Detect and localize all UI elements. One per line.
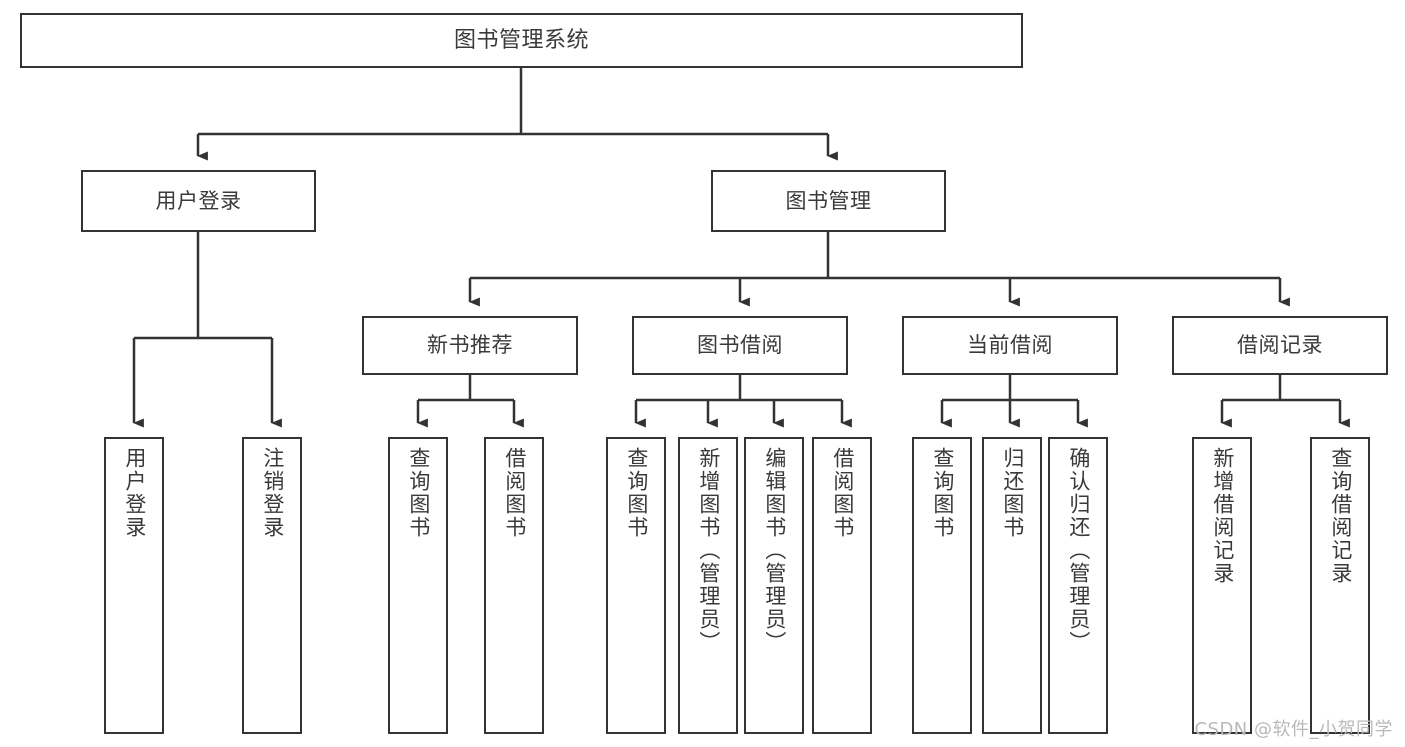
node-label: 查询图书	[406, 447, 431, 539]
leaf-user-login-login[interactable]: 用户登录	[104, 437, 164, 734]
node-label: 编辑图书（管理员）	[762, 447, 787, 654]
node-label: 借阅图书	[830, 447, 855, 539]
leaf-borrow-record-add[interactable]: 新增借阅记录	[1192, 437, 1252, 734]
node-label: 图书管理系统	[453, 27, 589, 53]
csdn-watermark: CSDN @软件_小贺同学	[1194, 719, 1393, 740]
node-label: 注销登录	[260, 447, 285, 539]
leaf-user-login-logout[interactable]: 注销登录	[242, 437, 302, 734]
node-root-system[interactable]: 图书管理系统	[20, 13, 1023, 68]
leaf-current-borrow-confirm-return[interactable]: 确认归还（管理员）	[1048, 437, 1108, 734]
node-label: 图书借阅	[697, 333, 783, 358]
leaf-book-borrow-add[interactable]: 新增图书（管理员）	[678, 437, 738, 734]
leaf-book-borrow-query[interactable]: 查询图书	[606, 437, 666, 734]
node-current-borrow[interactable]: 当前借阅	[902, 316, 1118, 375]
leaf-book-borrow-edit[interactable]: 编辑图书（管理员）	[744, 437, 804, 734]
node-label: 查询借阅记录	[1328, 447, 1353, 585]
node-label: 用户登录	[122, 447, 147, 539]
node-label: 查询图书	[624, 447, 649, 539]
leaf-new-book-borrow[interactable]: 借阅图书	[484, 437, 544, 734]
node-user-login[interactable]: 用户登录	[81, 170, 316, 232]
node-label: 用户登录	[155, 188, 242, 213]
leaf-current-borrow-return[interactable]: 归还图书	[982, 437, 1042, 734]
node-borrow-record[interactable]: 借阅记录	[1172, 316, 1388, 375]
node-label: 新增图书（管理员）	[696, 447, 721, 654]
node-label: 借阅图书	[502, 447, 527, 539]
leaf-current-borrow-query[interactable]: 查询图书	[912, 437, 972, 734]
leaf-book-borrow-borrow[interactable]: 借阅图书	[812, 437, 872, 734]
node-label: 当前借阅	[967, 333, 1053, 358]
node-book-borrow[interactable]: 图书借阅	[632, 316, 848, 375]
node-label: 确认归还（管理员）	[1066, 447, 1091, 654]
leaf-new-book-query[interactable]: 查询图书	[388, 437, 448, 734]
node-label: 归还图书	[1000, 447, 1025, 539]
node-label: 借阅记录	[1237, 333, 1323, 358]
node-book-management[interactable]: 图书管理	[711, 170, 946, 232]
node-label: 新书推荐	[427, 333, 513, 358]
leaf-borrow-record-query[interactable]: 查询借阅记录	[1310, 437, 1370, 734]
node-new-book-recommend[interactable]: 新书推荐	[362, 316, 578, 375]
node-label: 图书管理	[785, 188, 872, 213]
node-label: 查询图书	[930, 447, 955, 539]
node-label: 新增借阅记录	[1210, 447, 1235, 585]
